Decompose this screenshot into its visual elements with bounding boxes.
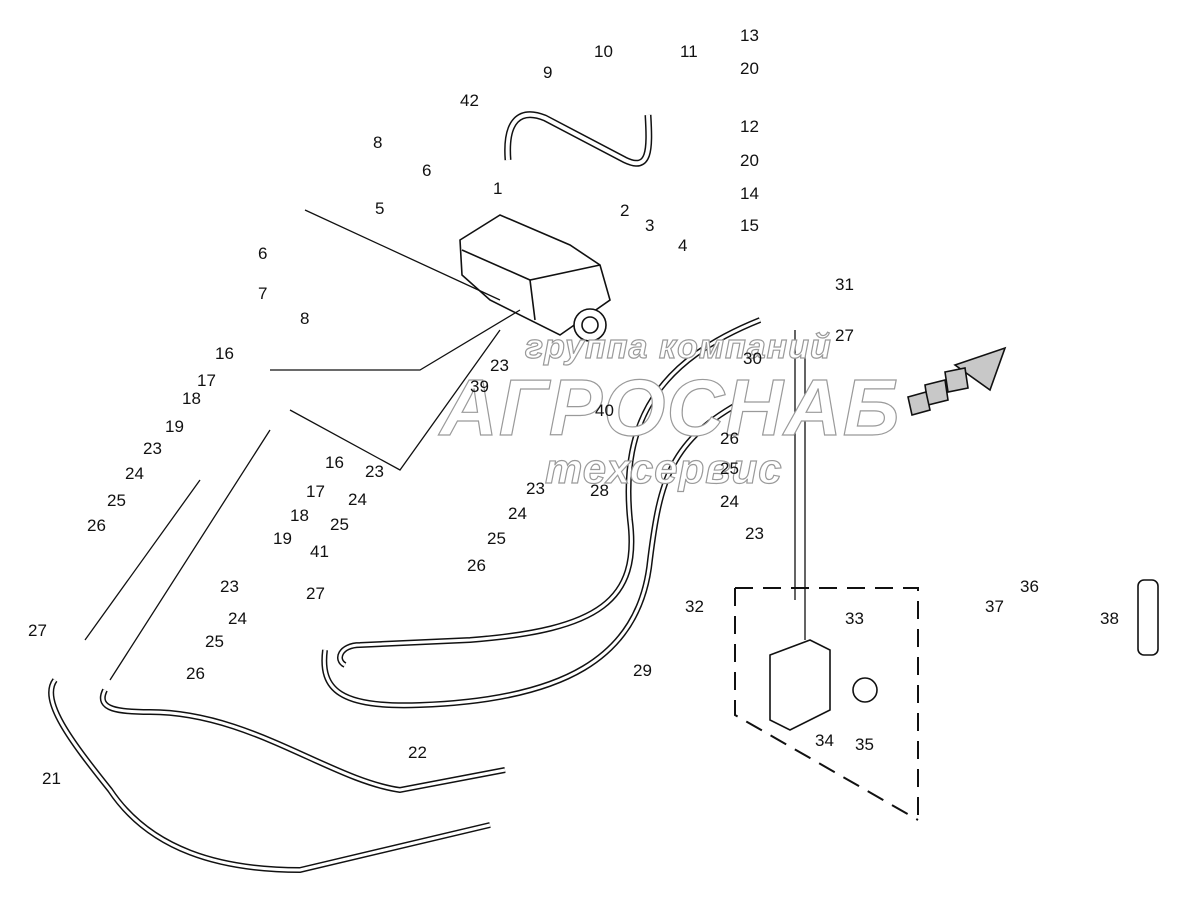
callout-23: 23 <box>220 577 239 596</box>
callout-40: 40 <box>595 401 614 420</box>
callout-20: 20 <box>740 151 759 170</box>
callout-4: 4 <box>678 236 688 255</box>
callout-36: 36 <box>1020 577 1039 596</box>
callout-23: 23 <box>365 462 384 481</box>
callout-31: 31 <box>835 275 854 294</box>
main-valve-block <box>459 214 611 342</box>
callout-25: 25 <box>487 529 506 548</box>
callout-6: 6 <box>422 161 432 180</box>
callout-30: 30 <box>743 349 762 368</box>
callout-26: 26 <box>87 516 106 535</box>
callout-25: 25 <box>107 491 126 510</box>
watermark-line2: АГРОСНАБ <box>439 362 901 452</box>
callout-18: 18 <box>182 389 201 408</box>
direction-arrow <box>907 346 1007 416</box>
callout-23: 23 <box>490 356 509 375</box>
callout-34: 34 <box>815 731 834 750</box>
callout-29: 29 <box>633 661 652 680</box>
callout-3: 3 <box>645 216 655 235</box>
callout-26: 26 <box>720 429 739 448</box>
hose-38 <box>1137 579 1159 656</box>
callout-11: 11 <box>680 42 698 61</box>
callout-6: 6 <box>258 244 268 263</box>
valve-33 <box>769 639 878 731</box>
callout-20: 20 <box>740 59 759 78</box>
callout-24: 24 <box>720 492 739 511</box>
callout-8: 8 <box>300 309 310 328</box>
callout-18: 18 <box>290 506 309 525</box>
callout-28: 28 <box>590 481 609 500</box>
watermark-line3: техсервис <box>544 444 783 492</box>
callout-37: 37 <box>985 597 1004 616</box>
callout-16: 16 <box>325 453 344 472</box>
callout-41: 41 <box>310 542 329 561</box>
callout-24: 24 <box>228 609 247 628</box>
callout-24: 24 <box>348 490 367 509</box>
callout-10: 10 <box>594 42 613 61</box>
callout-35: 35 <box>855 735 874 754</box>
callout-24: 24 <box>125 464 144 483</box>
callout-26: 26 <box>467 556 486 575</box>
callout-16: 16 <box>215 344 234 363</box>
group-box-32 <box>734 587 919 821</box>
callout-14: 14 <box>740 184 759 203</box>
callout-27: 27 <box>28 621 47 640</box>
callout-8: 8 <box>373 133 383 152</box>
callout-23: 23 <box>745 524 764 543</box>
callout-1: 1 <box>493 179 503 198</box>
callout-22: 22 <box>408 743 427 762</box>
callout-39: 39 <box>470 377 489 396</box>
callout-21: 21 <box>42 769 61 788</box>
callout-24: 24 <box>508 504 527 523</box>
callout-25: 25 <box>720 459 739 478</box>
callout-13: 13 <box>740 26 759 45</box>
callout-42: 42 <box>460 91 479 110</box>
callout-7: 7 <box>258 284 268 303</box>
callout-23: 23 <box>526 479 545 498</box>
callout-26: 26 <box>186 664 205 683</box>
callout-19: 19 <box>165 417 184 436</box>
callout-17: 17 <box>197 371 216 390</box>
callout-15: 15 <box>740 216 759 235</box>
callout-9: 9 <box>543 63 553 82</box>
callout-25: 25 <box>330 515 349 534</box>
callout-2: 2 <box>620 201 630 220</box>
callout-33: 33 <box>845 609 864 628</box>
callout-19: 19 <box>273 529 292 548</box>
watermark-line1: группа компаний <box>524 327 832 366</box>
callout-23: 23 <box>143 439 162 458</box>
callout-25: 25 <box>205 632 224 651</box>
callout-27: 27 <box>306 584 325 603</box>
callout-32: 32 <box>685 597 704 616</box>
callout-5: 5 <box>375 199 385 218</box>
callout-17: 17 <box>306 482 325 501</box>
callout-38: 38 <box>1100 609 1119 628</box>
callout-12: 12 <box>740 117 759 136</box>
hose-9 <box>504 111 653 167</box>
callout-27: 27 <box>835 326 854 345</box>
